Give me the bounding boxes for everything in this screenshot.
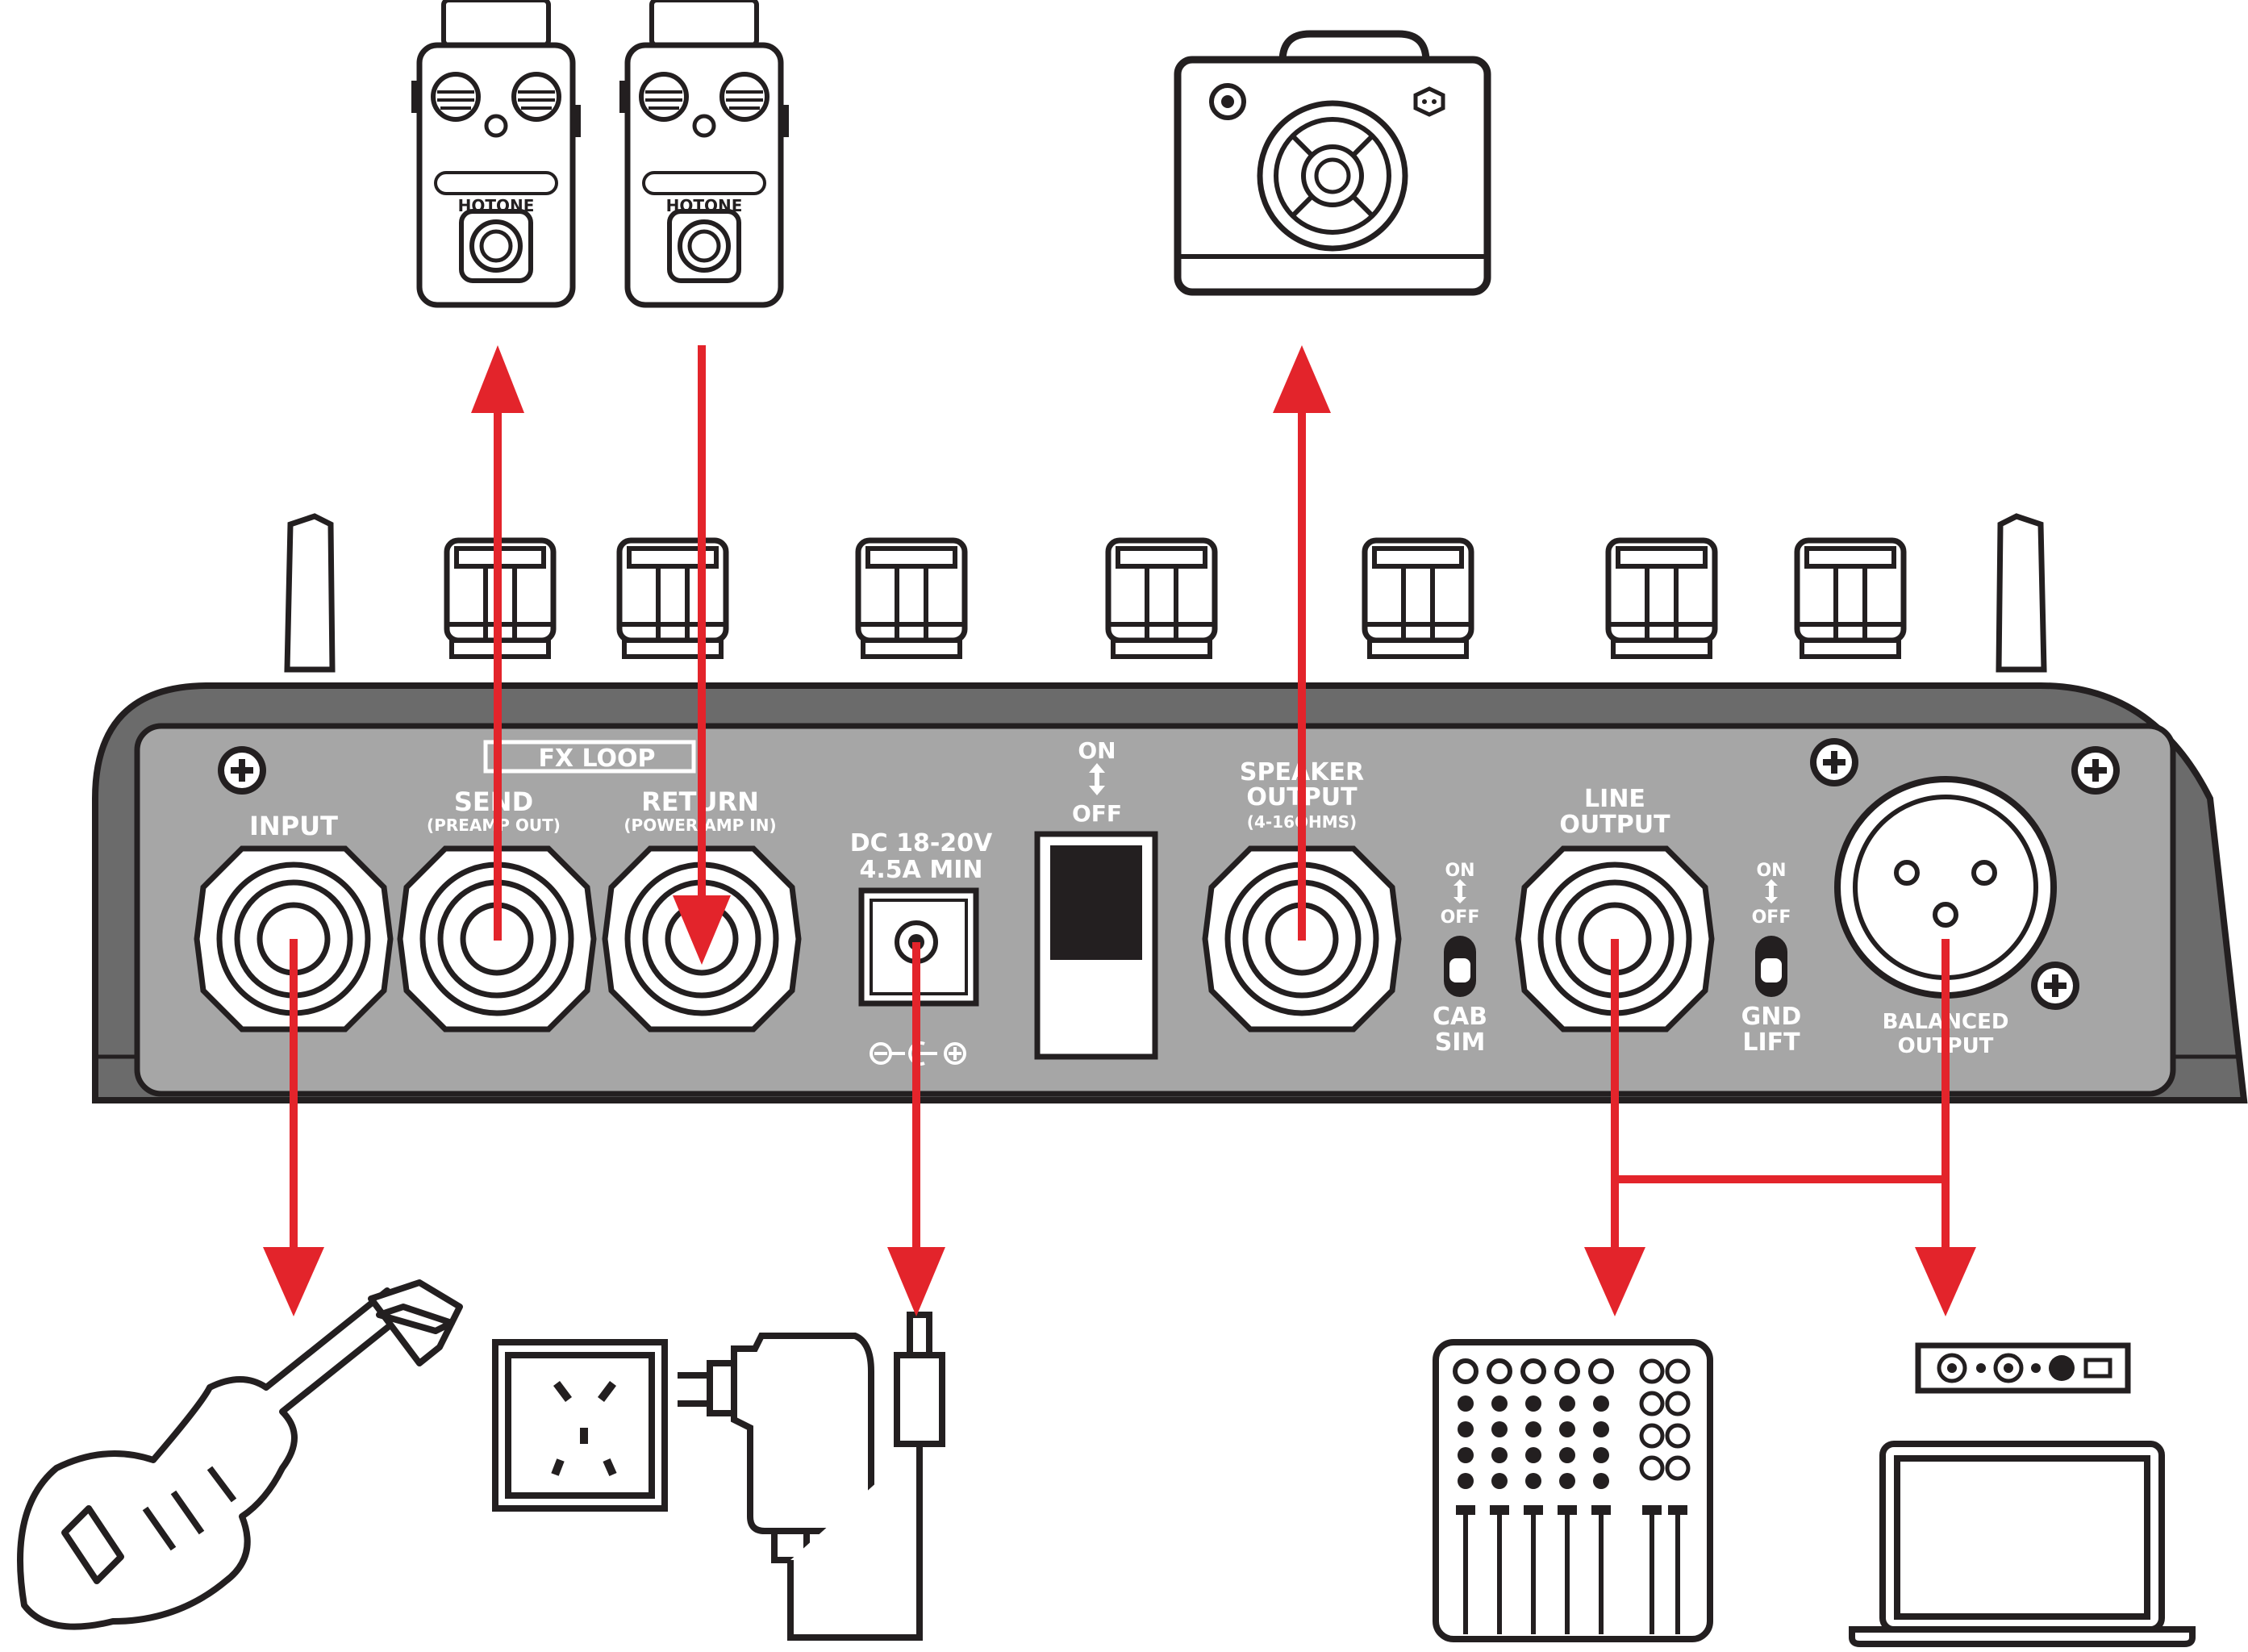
balanced-output-xlr [1834,776,2057,999]
switch-arrow-icons [1089,763,1778,903]
mixing-console-icon [1433,1339,1713,1642]
polarity-icon [870,1041,966,1066]
gnd-lift-switch [1755,936,1787,997]
power-off-label: OFF [1072,800,1122,827]
power-switch [1034,831,1158,1060]
effect-pedals-icon [411,0,789,305]
power-on-label: ON [1078,737,1116,764]
cab-sim-label-line1: CAB [1433,1003,1487,1031]
speaker-cabinet-icon [1174,30,1491,296]
dc-label-line2: 4.5A MIN [860,856,983,884]
pedal-brand-right: HOTONE [666,196,743,215]
audio-interface-icon [1915,1342,2131,1394]
power-adapter-icon [678,1312,945,1641]
gnd-lift-off-label: OFF [1752,907,1791,928]
pedal-brand-left: HOTONE [458,196,535,215]
signal-arrows [263,345,1976,1316]
cab-sim-off-label: OFF [1441,907,1480,928]
power-outlet-icon [492,1339,668,1512]
input-label: INPUT [249,811,338,841]
line-output-label-line2: OUTPUT [1559,811,1670,839]
gnd-lift-label-line2: LIFT [1742,1028,1800,1057]
line-output-label-line1: LINE [1584,785,1645,813]
gnd-lift-label-line1: GND [1741,1003,1802,1031]
cab-sim-on-label: ON [1445,861,1474,881]
fx-loop-label: FX LOOP [538,745,655,773]
fx-loop-bracket [483,740,696,774]
top-knobs [284,513,2047,673]
dc-label-line1: DC 18-20V [850,829,993,857]
electric-guitar-icon [17,1279,463,1630]
laptop-icon [1849,1441,2196,1647]
gnd-lift-on-label: ON [1756,861,1786,881]
cab-sim-switch [1444,936,1476,997]
cab-sim-label-line2: SIM [1435,1028,1486,1057]
